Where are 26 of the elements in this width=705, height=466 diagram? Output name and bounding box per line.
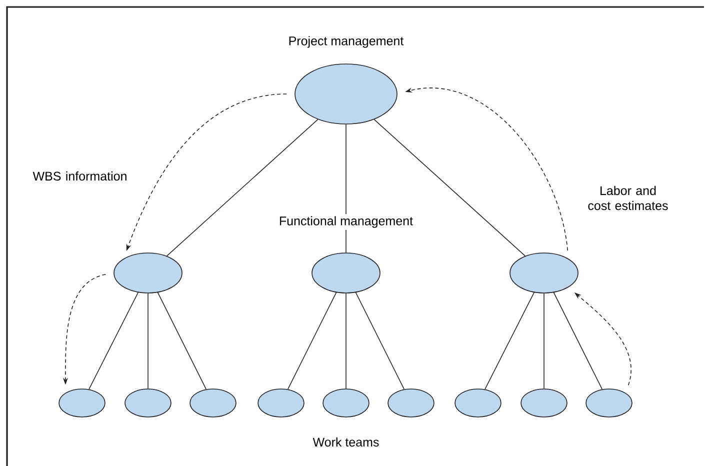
ellipse-node: [586, 388, 632, 418]
connector-line: [355, 292, 405, 390]
ellipse-node: [190, 388, 236, 418]
connector-line: [88, 292, 138, 390]
edge-label: WBS information: [32, 171, 126, 181]
ellipse-node: [294, 64, 398, 124]
ellipse-node: [454, 388, 502, 418]
ellipse-node: [388, 388, 434, 418]
connector-line: [166, 119, 318, 256]
ellipse-node: [510, 252, 578, 294]
edge-label: Labor and cost estimates: [588, 186, 668, 210]
level-label: Work teams: [310, 435, 382, 449]
ellipse-node: [58, 388, 106, 418]
level-label: Functional management: [276, 214, 416, 230]
connector-line: [484, 292, 534, 390]
ellipse-node: [114, 252, 182, 294]
ellipse-node: [124, 388, 172, 418]
node-heading: Project management: [289, 36, 404, 48]
ellipse-node: [520, 388, 568, 418]
connector-line: [553, 292, 603, 390]
ellipse-node: [258, 388, 304, 418]
connector-line: [287, 292, 337, 390]
connector-line: [374, 119, 526, 256]
ellipse-node: [312, 252, 380, 294]
connector-line: [157, 292, 207, 390]
ellipse-node: [322, 388, 370, 418]
